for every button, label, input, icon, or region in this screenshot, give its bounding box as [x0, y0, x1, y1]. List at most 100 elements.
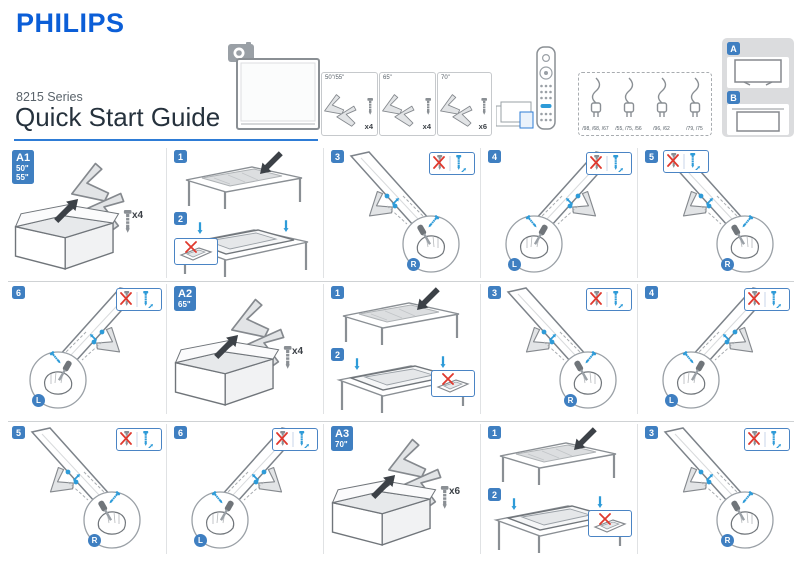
divider — [8, 421, 794, 422]
screw-count-label: x4 — [364, 122, 373, 131]
wrong-placement-icon — [594, 513, 626, 533]
wrong-screw-icon — [433, 155, 471, 172]
option-b-badge: B — [727, 91, 740, 104]
stand-option-65: 65" x4 — [379, 72, 436, 136]
a2-step-6-panel: 6 L — [170, 424, 322, 554]
left-side-badge: L — [508, 258, 521, 271]
a1-step-6-panel: 6 L — [8, 284, 166, 414]
left-side-badge: L — [32, 394, 45, 407]
a1-step-5-panel: 5 R — [641, 148, 794, 278]
divider — [323, 424, 324, 554]
step-number-badge: 4 — [488, 150, 501, 163]
step-number-badge: 6 — [174, 426, 187, 439]
power-cable-options: /98, /68, /67 /55, /75, /56 /96, /62 /79… — [578, 72, 712, 136]
stand-size-label: 70" — [441, 75, 450, 81]
step-number-badge: 1 — [174, 150, 187, 163]
screw-count-label: x4 — [292, 346, 304, 357]
right-side-badge: R — [721, 258, 734, 271]
screw-count-label: x4 — [132, 210, 144, 221]
a2-step-3-panel: 3 R — [484, 284, 636, 414]
step-number-badge: 5 — [645, 150, 658, 163]
wrong-screw-icon — [748, 291, 786, 308]
divider — [637, 424, 638, 554]
caution-box — [588, 510, 632, 537]
divider — [480, 148, 481, 278]
divider — [8, 281, 794, 282]
mount-options-panel: A B — [722, 38, 794, 137]
screw-warning-box — [116, 428, 162, 451]
step-number-badge: 2 — [174, 212, 187, 225]
section-a2-parts-panel: A2 65" x4 — [170, 284, 322, 414]
screw-warning-box — [586, 288, 632, 311]
wrong-screw-icon — [590, 291, 628, 308]
section-a3-tag: A3 70" — [331, 426, 354, 451]
divider — [323, 284, 324, 414]
step-number-badge: 3 — [331, 150, 344, 163]
tv-on-stand-icon — [734, 59, 782, 86]
right-side-badge: R — [407, 258, 420, 271]
divider — [637, 148, 638, 278]
table-cloth-illustration — [170, 148, 320, 210]
a1-step-2: 2 — [170, 210, 322, 278]
title-underline — [14, 139, 318, 141]
page-title: Quick Start Guide — [15, 102, 221, 132]
screw-count-label: x6 — [449, 486, 461, 497]
cable-label: /98, /68, /67 — [582, 126, 609, 132]
stand-option-50-55: 50"/55" x4 — [321, 72, 378, 136]
wrong-screw-icon — [748, 431, 786, 448]
divider — [166, 424, 167, 554]
step-number-badge: 1 — [488, 426, 501, 439]
a2-step-1: 1 — [327, 284, 479, 346]
wrong-placement-icon — [180, 241, 212, 261]
a3-steps-1-2-panel: 1 2 — [484, 424, 636, 554]
wrong-placement-icon — [437, 373, 469, 393]
step-number-badge: 2 — [331, 348, 344, 361]
documents-icon — [496, 101, 534, 129]
screw-warning-box — [744, 428, 790, 451]
left-side-badge: L — [194, 534, 207, 547]
cable-label: /55, /75, /56 — [615, 126, 642, 132]
step-number-badge: 6 — [12, 286, 25, 299]
step-number-badge: 3 — [488, 286, 501, 299]
divider — [480, 424, 481, 554]
stand-option-70: 70" x6 — [437, 72, 492, 136]
size-label: 50" — [16, 164, 29, 173]
a3-step-3-panel: 3 R — [641, 424, 794, 554]
divider — [166, 148, 167, 278]
screw-warning-box — [272, 428, 318, 451]
table-cloth-illustration — [484, 424, 634, 486]
caution-box — [431, 370, 475, 397]
a2-step-5-panel: 5 R — [8, 424, 166, 554]
tv-illustration — [236, 58, 320, 130]
screw-count-label: x6 — [478, 122, 487, 131]
size-label: 65" — [178, 300, 191, 309]
right-side-badge: R — [564, 394, 577, 407]
divider — [637, 284, 638, 414]
a3-step-2: 2 — [484, 486, 636, 554]
a1-step-4-panel: 4 L — [484, 148, 636, 278]
cable-region-labels: /98, /68, /67 /55, /75, /56 /96, /62 /79… — [579, 126, 711, 132]
wrong-screw-icon — [590, 155, 628, 172]
step-number-badge: 3 — [645, 426, 658, 439]
series-label: 8215 Series — [16, 90, 83, 104]
screw-warning-box — [663, 150, 709, 173]
a1-step-1: 1 — [170, 148, 322, 210]
a3-step-1: 1 — [484, 424, 636, 486]
section-a1-tag: A1 50" 55" — [12, 150, 35, 184]
step-number-badge: 5 — [12, 426, 25, 439]
stand-size-label: 65" — [383, 75, 392, 81]
divider — [480, 284, 481, 414]
screw-warning-box — [116, 288, 162, 311]
option-b-card — [727, 104, 789, 135]
divider — [166, 284, 167, 414]
tv-on-wall-icon — [731, 107, 785, 132]
size-label: 70" — [335, 440, 348, 449]
cable-label: /79, /75 — [686, 126, 703, 132]
wrong-screw-icon — [120, 431, 158, 448]
a1-steps-1-2-panel: 1 2 — [170, 148, 322, 278]
screw-warning-box — [744, 288, 790, 311]
step-number-badge: 2 — [488, 488, 501, 501]
section-a1-parts-panel: A1 50" 55" x4 — [8, 148, 166, 278]
divider — [323, 148, 324, 278]
wrong-screw-icon — [667, 153, 705, 170]
